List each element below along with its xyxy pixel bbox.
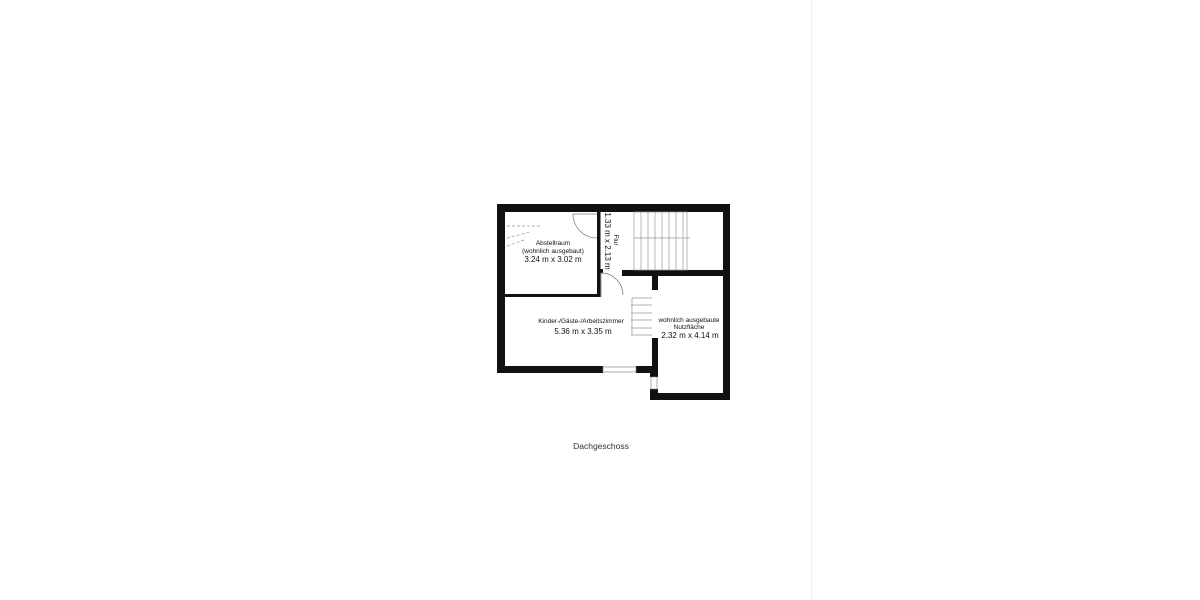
walls <box>497 204 730 400</box>
wall-stair-bottom <box>622 270 730 276</box>
door-zimmer <box>600 272 624 297</box>
wall-left <box>497 204 505 373</box>
room-size-flur: 1.33 m x 2.13 m <box>603 212 612 270</box>
room-name-nutzflaeche: wohnlich ausgebaute <box>657 317 719 324</box>
wall-flur-stub <box>597 269 603 273</box>
doors <box>572 213 624 297</box>
page-divider <box>811 0 812 600</box>
wall-abstell-bottom <box>504 294 600 297</box>
window-bottom <box>602 366 637 373</box>
stair-upper <box>633 211 688 271</box>
wall-jog-lower <box>650 389 658 400</box>
room-size-abstellraum: 3.24 m x 3.02 m <box>524 255 582 264</box>
room-name-flur: Flur <box>612 234 619 246</box>
wall-inner-upper <box>652 270 658 290</box>
room-size-zimmer: 5.36 m x 3.35 m <box>554 327 612 336</box>
wall-abstell-right <box>597 210 601 297</box>
room-note-nutzflaeche: Nutzfläche <box>674 324 705 331</box>
wall-bottom-mid <box>636 366 658 373</box>
wall-top <box>497 204 730 212</box>
door-abstellraum <box>572 213 598 239</box>
stair-lower <box>631 297 652 336</box>
room-name-abstellraum: Abstellraum <box>536 240 570 247</box>
wall-bottom-left <box>497 366 603 373</box>
room-name-zimmer: Kinder-/Gäste-/Arbeitszimmer <box>538 318 624 325</box>
windows <box>602 366 658 390</box>
staircase <box>506 211 690 336</box>
attic-slope-marks <box>506 225 540 247</box>
wall-bottom-right <box>650 393 730 400</box>
wall-jog <box>650 373 658 377</box>
room-labels: Abstellraum (wohnlich ausgebaut) 3.24 m … <box>522 212 720 340</box>
room-note-abstellraum: (wohnlich ausgebaut) <box>522 248 584 255</box>
wall-right <box>723 204 730 400</box>
floor-caption: Dachgeschoss <box>573 441 629 451</box>
room-size-nutzflaeche: 2.32 m x 4.14 m <box>661 331 719 340</box>
window-right-section <box>650 376 658 390</box>
wall-inner-lower <box>652 338 658 373</box>
